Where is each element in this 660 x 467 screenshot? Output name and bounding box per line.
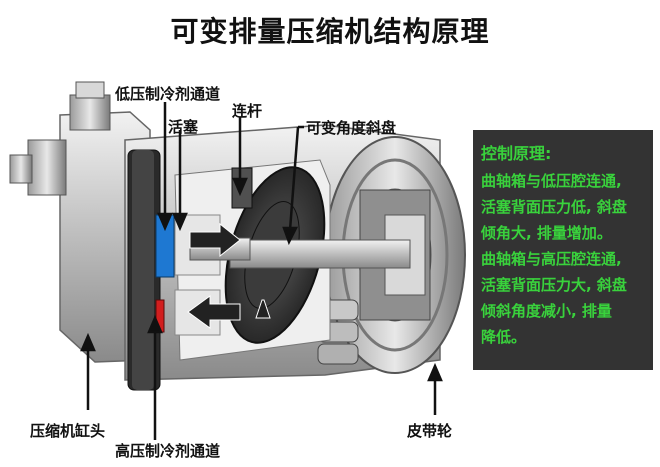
panel-line: 活塞背面压力大, 斜盘	[481, 276, 627, 294]
panel-line: 倾斜角度减小, 排量	[481, 302, 612, 320]
page-title: 可变排量压缩机结构原理	[170, 15, 490, 48]
label-cylinder-head: 压缩机缸头	[30, 422, 106, 440]
panel-line: 曲轴箱与低压腔连通,	[481, 172, 622, 190]
label-piston: 活塞	[168, 118, 199, 136]
panel-line: 曲轴箱与高压腔连通,	[481, 250, 622, 268]
label-high-pressure-channel: 高压制冷剂通道	[115, 442, 221, 460]
control-principle-panel: 控制原理: 曲轴箱与低压腔连通, 活塞背面压力低, 斜盘 倾角大, 排量增加。 …	[473, 130, 653, 370]
label-connecting-rod: 连杆	[232, 102, 263, 120]
panel-line: 活塞背面压力低, 斜盘	[481, 198, 627, 216]
label-low-pressure-channel: 低压制冷剂通道	[115, 85, 221, 103]
panel-line: 倾角大, 排量增加。	[481, 224, 612, 242]
label-swash-plate: 可变角度斜盘	[306, 119, 397, 137]
label-pulley: 皮带轮	[407, 422, 453, 440]
leader-lines	[80, 102, 443, 440]
panel-line: 降低。	[481, 328, 527, 346]
flow-arrows	[187, 222, 271, 329]
panel-title: 控制原理:	[481, 144, 552, 163]
drive-shaft	[229, 239, 411, 269]
